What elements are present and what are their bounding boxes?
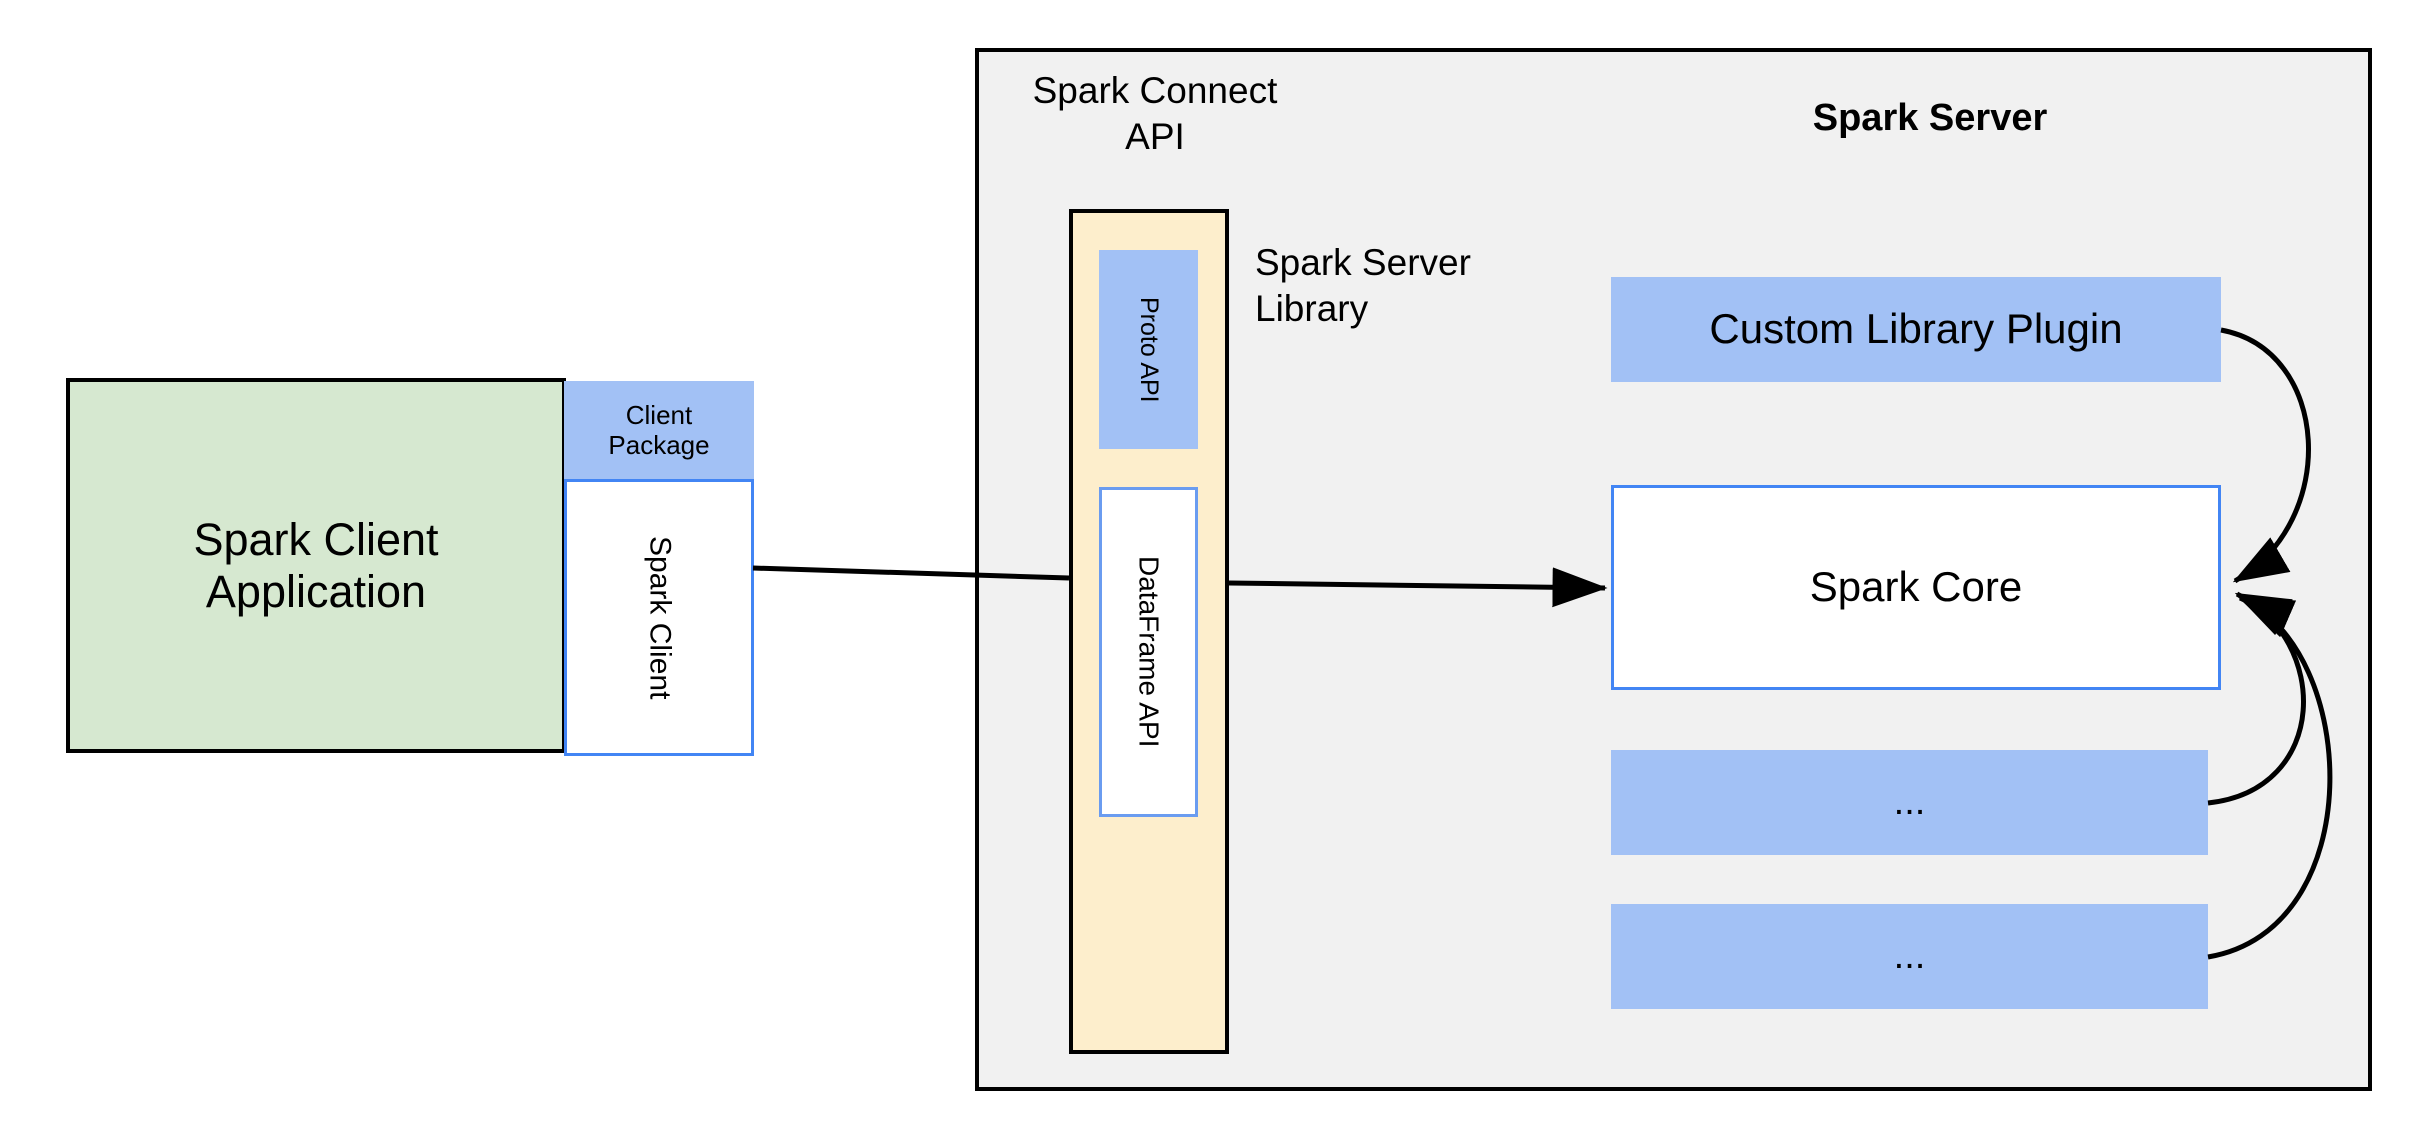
proto-api-box[interactable]: Proto API	[1099, 250, 1198, 449]
spark-client-box[interactable]: Spark Client	[564, 479, 754, 756]
dataframe-api-box[interactable]: DataFrame API	[1099, 487, 1198, 817]
spark-server-title: Spark Server	[1812, 97, 2048, 139]
ellipsis-box-2[interactable]: ...	[1611, 904, 2208, 1009]
ellipsis-label-2: ...	[1893, 934, 1926, 977]
dataframe-api-label: DataFrame API	[1133, 556, 1165, 748]
spark-client-application-label: Spark Client Application	[193, 513, 439, 617]
spark-client-label: Spark Client	[643, 535, 677, 700]
ellipsis-label-1: ...	[1893, 780, 1926, 823]
spark-core-label: Spark Core	[1809, 563, 2023, 611]
spark-core-box[interactable]: Spark Core	[1611, 485, 2221, 690]
proto-api-label: Proto API	[1134, 296, 1163, 403]
spark-server-library-label: Spark Server Library	[1255, 242, 1471, 330]
spark-client-application-box[interactable]: Spark Client Application	[66, 378, 566, 753]
client-package-label: Client Package	[608, 399, 710, 460]
spark-connect-api-label: Spark Connect API	[1032, 70, 1278, 158]
ellipsis-box-1[interactable]: ...	[1611, 750, 2208, 855]
client-package-box[interactable]: Client Package	[564, 381, 754, 480]
custom-library-plugin-box[interactable]: Custom Library Plugin	[1611, 277, 2221, 382]
custom-library-plugin-label: Custom Library Plugin	[1709, 305, 2123, 353]
